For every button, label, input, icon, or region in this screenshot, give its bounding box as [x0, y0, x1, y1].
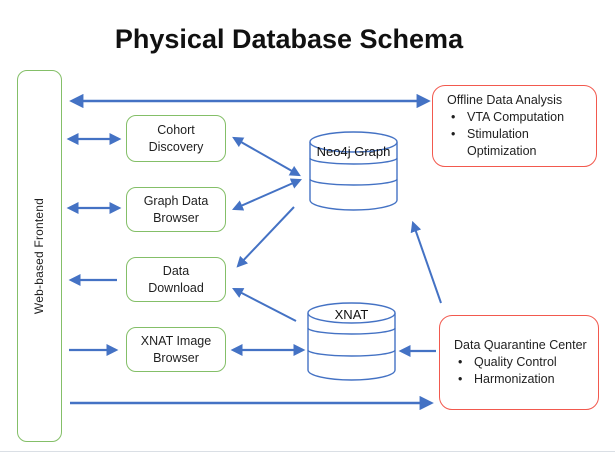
arrow-cohort-discovery-neo4j: [232, 136, 301, 177]
web-based-frontend-box: Web-based Frontend: [17, 70, 62, 442]
web-based-frontend-label: Web-based Frontend: [32, 197, 47, 315]
cohort-discovery-box: Cohort Discovery: [126, 115, 226, 162]
offline-data-analysis-title: Offline Data Analysis: [447, 93, 563, 107]
xnat-label: XNAT: [334, 307, 369, 322]
arrow-graph-data-browser-neo4j: [231, 178, 303, 211]
neo4j-cylinder: [309, 131, 398, 211]
arrow-xnat-to-data-download: [232, 287, 297, 322]
arrow-neo4j-to-data-download: [236, 206, 295, 268]
graph-data-browser-label: Graph Data Browser: [143, 194, 209, 225]
page-title: Physical Database Schema: [114, 24, 464, 54]
graph-data-browser-box: Graph Data Browser: [126, 187, 226, 232]
bullet-stimulation-optimization: Stimulation Optimization: [447, 126, 586, 160]
cohort-discovery-label: Cohort Discovery: [148, 123, 204, 154]
xnat-cylinder: [307, 302, 396, 381]
offline-data-analysis-bullets: VTA Computation Stimulation Optimization: [447, 109, 586, 160]
bullet-quality-control: Quality Control: [454, 354, 588, 371]
bullet-vta-computation: VTA Computation: [447, 109, 586, 126]
data-quarantine-center-title: Data Quarantine Center: [454, 338, 587, 352]
data-download-box: Data Download: [126, 257, 226, 302]
bullet-harmonization: Harmonization: [454, 371, 588, 388]
slide-bottom-edge: [0, 451, 615, 452]
xnat-image-browser-label: XNAT Image Browser: [140, 334, 212, 365]
xnat-image-browser-box: XNAT Image Browser: [126, 327, 226, 372]
neo4j-graph-label: Neo4j Graph: [316, 144, 391, 159]
offline-data-analysis-box: Offline Data Analysis VTA Computation St…: [432, 85, 597, 167]
data-quarantine-center-bullets: Quality Control Harmonization: [454, 354, 588, 388]
arrow-quarantine-to-neo4j: [410, 220, 442, 304]
data-quarantine-center-box: Data Quarantine Center Quality Control H…: [439, 315, 599, 410]
data-download-label: Data Download: [148, 264, 204, 295]
